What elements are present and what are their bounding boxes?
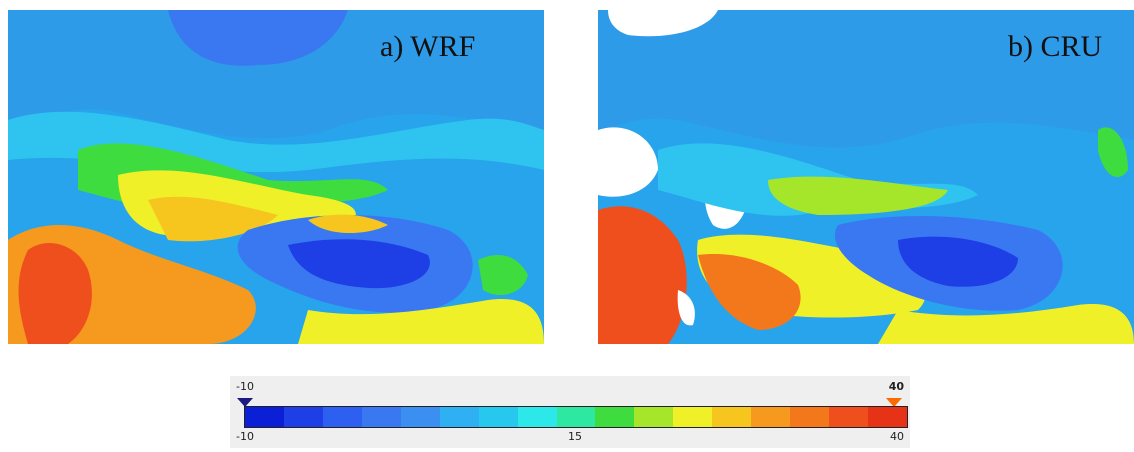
colorbar-segment (868, 407, 907, 427)
colorbar-segment (790, 407, 830, 427)
colorbar-segment (439, 407, 479, 427)
legend-colorbar (244, 406, 908, 428)
colorbar-segment (673, 407, 713, 427)
colorbar-segment (829, 407, 868, 427)
colorbar-segment (517, 407, 557, 427)
legend-min-marker-label: -10 (236, 380, 254, 393)
legend-max-marker-label: 40 (888, 380, 904, 393)
colorbar-segment (400, 407, 440, 427)
temperature-field-cru (598, 10, 1134, 344)
temperature-field-wrf (8, 10, 544, 344)
colorbar-segment (634, 407, 674, 427)
panel-label-cru: b) CRU (1008, 30, 1103, 63)
legend-mid-label: 15 (568, 430, 582, 443)
legend-max-triangle-icon (886, 398, 902, 407)
colorbar-segment (245, 407, 284, 427)
colorbar-segment (322, 407, 362, 427)
panel-label-wrf: a) WRF (380, 30, 476, 63)
colorbar-segment (712, 407, 752, 427)
legend-max-label: 40 (890, 430, 904, 443)
legend-min-label: -10 (236, 430, 254, 443)
colorbar-segment (595, 407, 635, 427)
legend-min-triangle-icon (237, 398, 253, 407)
map-panel-cru: b) CRU (598, 10, 1134, 344)
map-panel-wrf: a) WRF (8, 10, 544, 344)
colorbar-segment (361, 407, 401, 427)
colorbar-segment (556, 407, 596, 427)
colorbar-segment (478, 407, 518, 427)
colorbar-segment (751, 407, 791, 427)
color-legend: -10 40 -10 15 40 (230, 376, 910, 448)
colorbar-segment (283, 407, 323, 427)
